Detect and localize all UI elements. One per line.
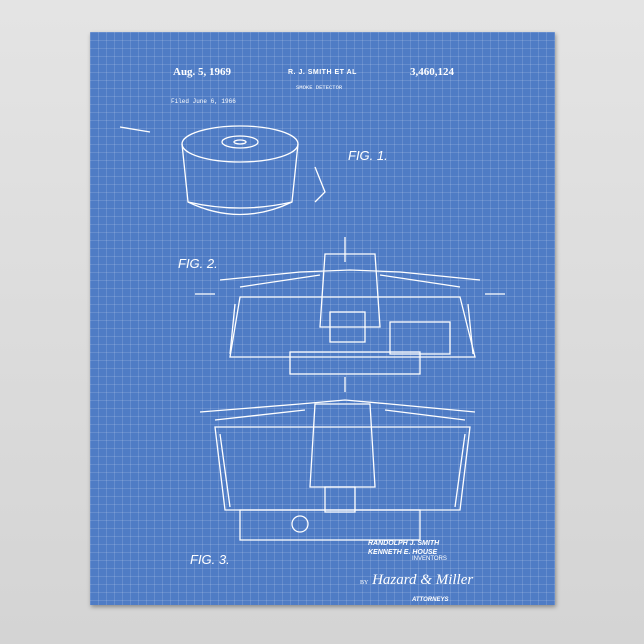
filed-date: Filed June 6, 1966 [171, 98, 236, 105]
patent-title: SMOKE DETECTOR [296, 84, 342, 91]
fig2-drawing [195, 237, 505, 392]
inventor-name: RANDOLPH J. SMITH [368, 539, 439, 548]
fig1-drawing [120, 126, 325, 215]
attorney-signature: BY Hazard & Miller [360, 572, 473, 589]
attorneys-label: ATTORNEYS [412, 597, 448, 603]
patent-drawing [90, 32, 555, 605]
inventor-names: RANDOLPH J. SMITH KENNETH E. HOUSE [368, 539, 439, 557]
signature-text: Hazard & Miller [372, 572, 473, 588]
by-label: BY [360, 580, 368, 586]
fig2-label: FIG. 2. [178, 256, 218, 271]
fig3-label: FIG. 3. [190, 552, 230, 567]
patent-date: Aug. 5, 1969 [173, 66, 231, 78]
patent-number: 3,460,124 [410, 66, 454, 78]
inventors-short: R. J. SMITH ET AL [288, 69, 357, 76]
patent-poster: Aug. 5, 1969 R. J. SMITH ET AL 3,460,124… [90, 32, 555, 605]
inventors-label: INVENTORS [412, 556, 447, 562]
fig1-label: FIG. 1. [348, 148, 388, 163]
fig3-drawing [200, 400, 475, 540]
